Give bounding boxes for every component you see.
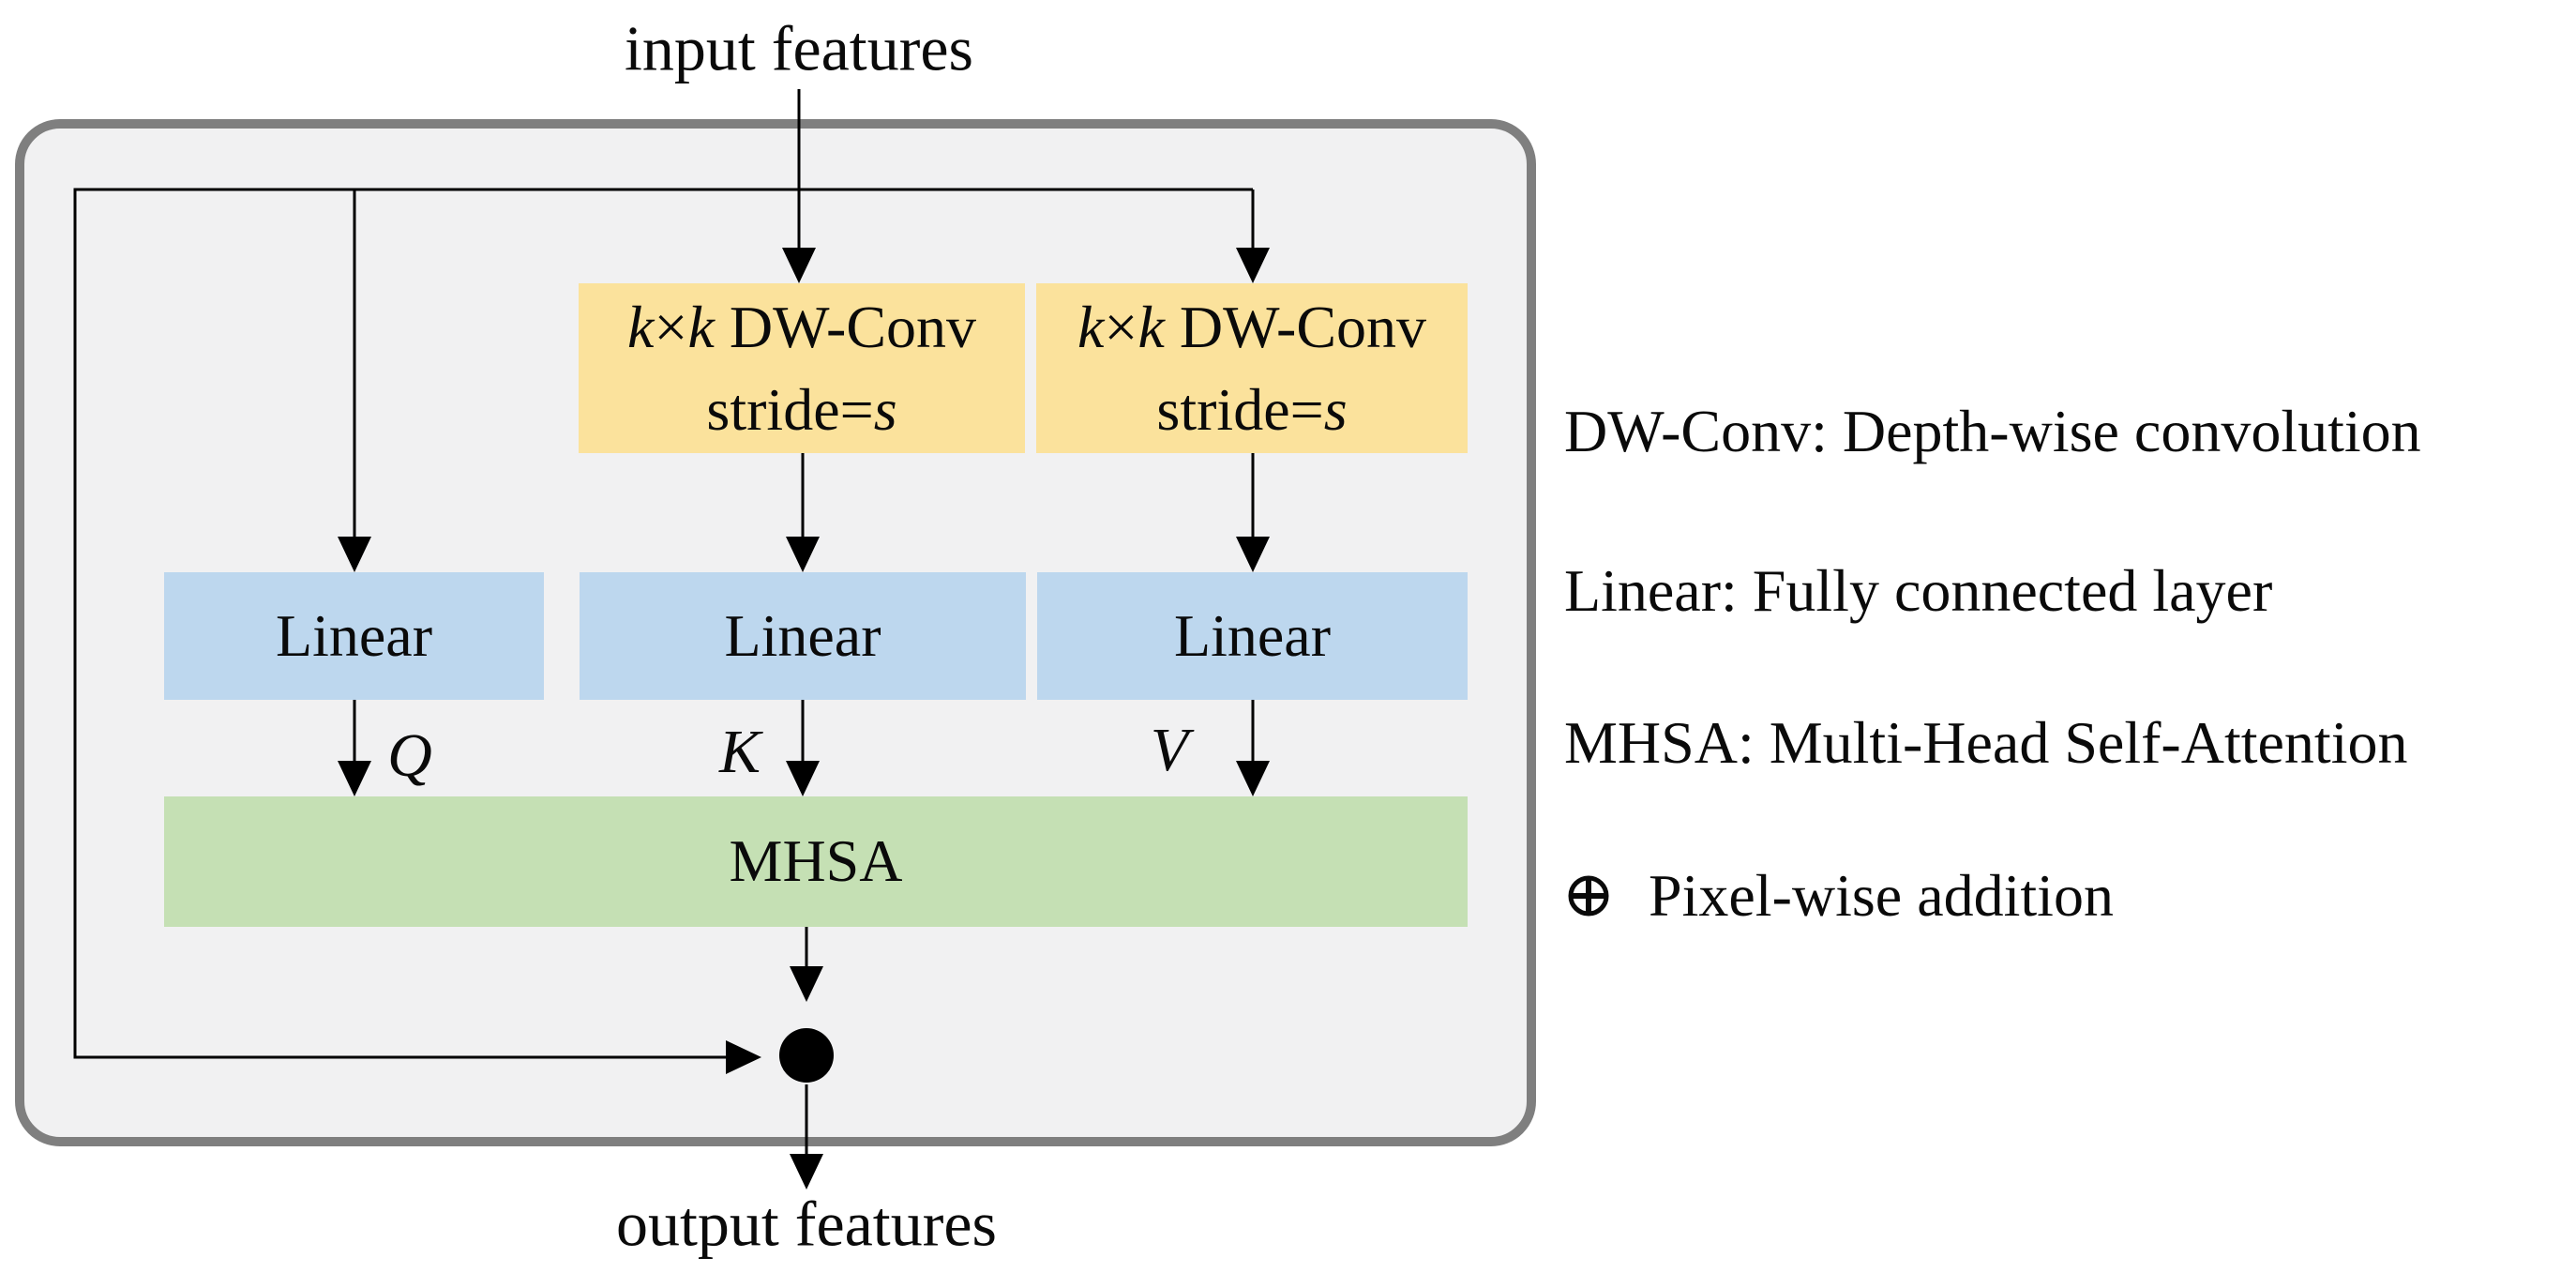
linear-block-v: Linear (1037, 572, 1468, 700)
mhsa-block: MHSA (164, 796, 1468, 927)
dwconv-block-k: k×k DW-Conv stride=s (579, 283, 1025, 453)
value-label: V (1150, 716, 1189, 784)
dwconv-kernel-label: k×k DW-Conv (1077, 294, 1426, 361)
key-label: K (718, 718, 761, 786)
legend-dwconv-text: DW-Conv: Depth-wise convolution (1564, 398, 2421, 464)
legend-row-addition: Pixel-wise addition (1564, 861, 2114, 931)
legend-mhsa-text: MHSA: Multi-Head Self-Attention (1564, 709, 2408, 776)
legend-linear-text: Linear: Fully connected layer (1564, 557, 2273, 624)
dwconv-stride-label: stride=s (1156, 375, 1348, 443)
legend-addition-text: Pixel-wise addition (1649, 862, 2114, 929)
dwconv-stride-label: stride=s (706, 375, 897, 443)
input-features-label: input features (625, 12, 973, 84)
linear-block-q: Linear (164, 572, 544, 700)
query-label: Q (387, 721, 432, 790)
linear-block-k: Linear (580, 572, 1026, 700)
output-features-label: output features (616, 1188, 997, 1260)
legend-row-dwconv: DW-Conv: Depth-wise convolution (1564, 397, 2421, 466)
circle-plus-icon (1568, 875, 1609, 917)
arrowhead-to-output (790, 1154, 823, 1190)
dwconv-kernel-label: k×k DW-Conv (627, 294, 976, 361)
dwconv-block-v: k×k DW-Conv stride=s (1036, 283, 1468, 453)
legend-row-mhsa: MHSA: Multi-Head Self-Attention (1564, 708, 2407, 778)
legend-row-linear: Linear: Fully connected layer (1564, 556, 2272, 626)
